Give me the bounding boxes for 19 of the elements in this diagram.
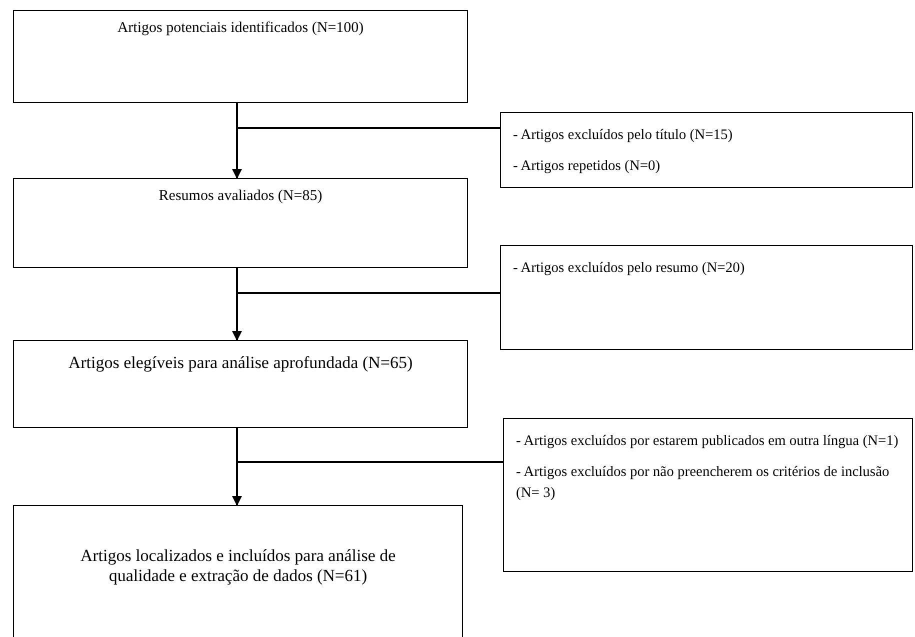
connector-line [236,428,503,463]
process-box [13,10,468,103]
exclusion-box [503,418,913,572]
box-text: Artigos potenciais identificados (N=100) [117,19,364,37]
exclusion-item: - Artigos excluídos por não preencherem os critérios de inclusão (N= 3) [516,463,890,504]
connector-line [236,103,500,129]
exclusion-box [500,245,913,350]
exclusion-box [500,112,913,188]
exclusion-item: - Artigos repetidos (N=0) [513,157,660,176]
connector-line [236,268,500,294]
exclusion-item: - Artigos excluídos pelo título (N=15) [513,126,733,145]
box-text: Artigos localizados e incluídos para análise de qualidade e extração de dados (N=61) [79,546,397,587]
box-text: Artigos elegíveis para análise aprofundada (N=65) [68,353,413,374]
process-box [13,505,463,637]
exclusion-item: - Artigos excluídos pelo resumo (N=20) [513,259,745,278]
exclusion-item: - Artigos excluídos por estarem publicados em outra língua (N=1) [516,432,898,451]
process-box [13,178,468,268]
box-text: Resumos avaliados (N=85) [158,187,322,205]
process-box [13,340,468,428]
